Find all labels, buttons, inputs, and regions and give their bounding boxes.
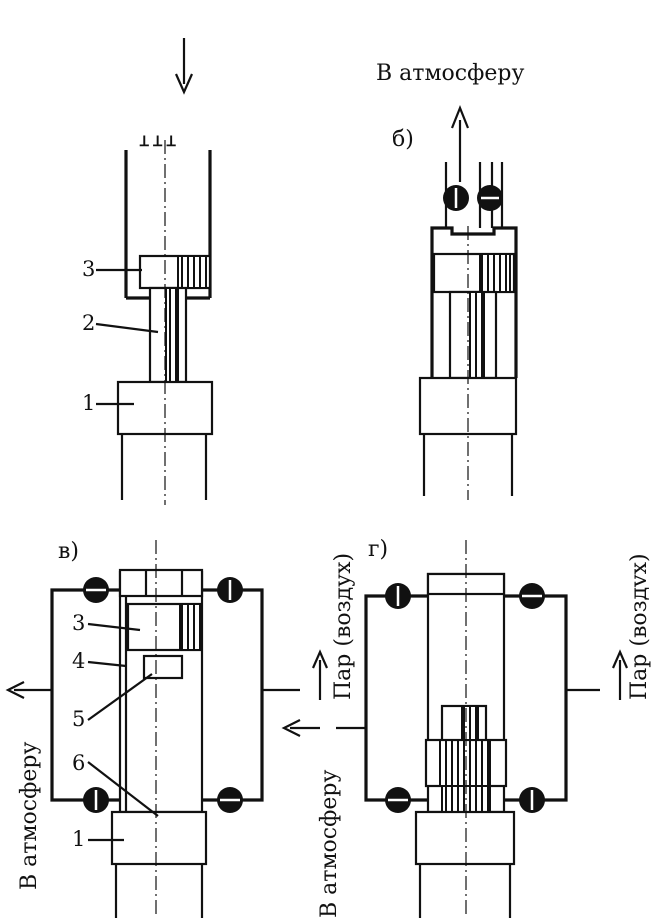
rod-hatch xyxy=(461,705,479,741)
panel-g: г) В атмосферу Пар (воздvх) xyxy=(281,537,652,918)
atmosphere-label-top: В атмосферу xyxy=(376,61,524,86)
down-arrow-icon xyxy=(174,73,194,95)
steam-air-label-v: Пар (воздух) xyxy=(331,553,356,700)
panel-a: ꓕ ꓕ ꓕ 3 2 1 xyxy=(82,38,214,505)
cylinder-top-cap xyxy=(430,226,518,378)
part-number-3: 3 xyxy=(82,257,95,281)
leader-5 xyxy=(87,673,153,721)
top-cap xyxy=(118,568,204,598)
rod-hatch xyxy=(165,287,179,383)
top-fragment: ꓕ ꓕ ꓕ xyxy=(139,134,176,150)
right-pipe xyxy=(504,594,568,802)
left-pipe xyxy=(364,594,428,802)
left-arrow-icon xyxy=(5,681,25,699)
leader-6 xyxy=(87,761,159,817)
rod-stub xyxy=(142,654,184,680)
panel-b-label: б) xyxy=(392,127,414,152)
rod-hatch xyxy=(469,291,485,379)
atmosphere-label-v: В атмосферу xyxy=(17,742,42,890)
steam-air-label-g: Пар (воздvх) xyxy=(627,553,652,700)
piston-hatch xyxy=(177,255,207,289)
part-number-1: 1 xyxy=(82,391,95,415)
ram xyxy=(110,810,208,866)
ram xyxy=(414,810,516,866)
part-number-5: 5 xyxy=(72,707,85,731)
left-arrow-icon xyxy=(281,719,301,737)
up-arrow-icon xyxy=(611,649,629,669)
panel-v-label: в) xyxy=(58,539,79,564)
right-pipe xyxy=(202,588,264,802)
leader-2 xyxy=(95,322,159,334)
panel-v: в) 3 4 5 6 1 xyxy=(5,539,356,918)
left-pipe xyxy=(50,588,120,802)
part-number-4: 4 xyxy=(72,649,85,673)
piston-hatch xyxy=(479,253,511,293)
panel-b: В атмосферу б) xyxy=(376,61,524,500)
leader-3 xyxy=(87,622,141,632)
up-arrow-icon xyxy=(311,649,329,669)
atmosphere-label-g: В атмосферу xyxy=(317,770,342,918)
part-number-3: 3 xyxy=(72,611,85,635)
piston-hatch xyxy=(179,603,201,651)
leader-4 xyxy=(87,660,127,668)
part-number-6: 6 xyxy=(72,751,85,775)
up-arrow-icon xyxy=(450,105,470,129)
panel-g-label: г) xyxy=(368,537,388,562)
piston-hatch xyxy=(439,739,491,787)
part-number-2: 2 xyxy=(82,311,95,335)
part-number-1: 1 xyxy=(72,827,85,851)
